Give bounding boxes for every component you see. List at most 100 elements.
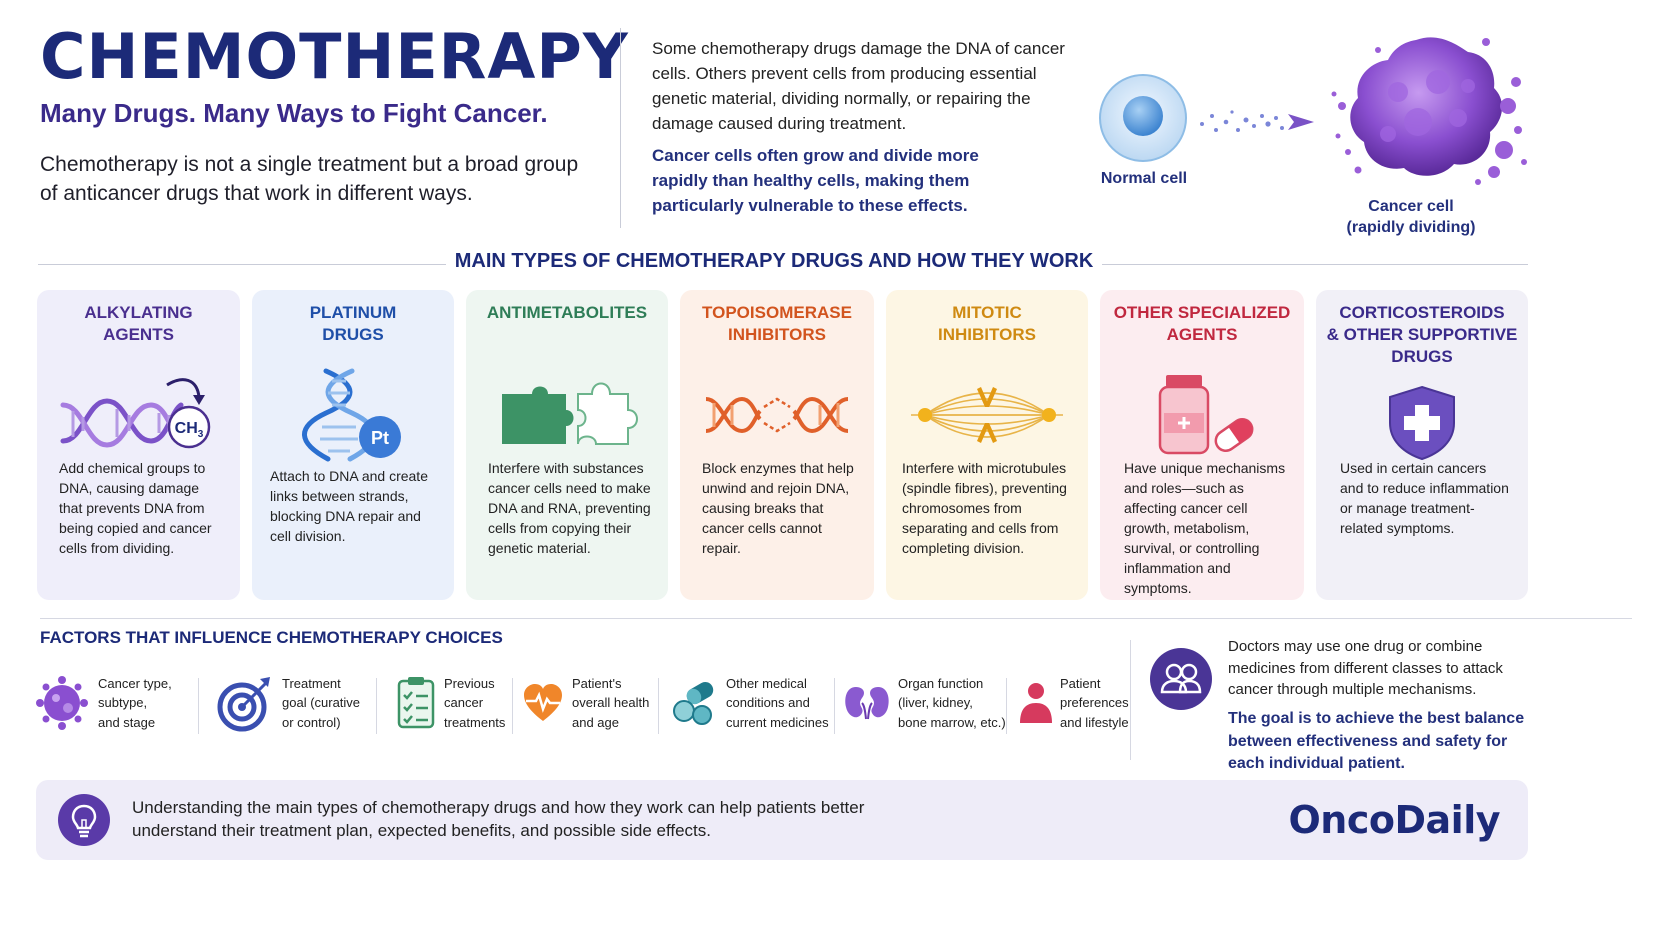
- card-text: Attach to DNA and create links between s…: [270, 468, 428, 544]
- methyl-group-subscript: 3: [197, 429, 203, 440]
- factor-line: Other medical: [726, 675, 807, 691]
- factor-line: subtype,: [98, 695, 148, 711]
- methyl-group-label: CH: [174, 420, 197, 437]
- card-title: ANTIMETABOLITES: [466, 302, 668, 324]
- card-title-line: MITOTIC: [952, 303, 1022, 322]
- normal-cell-icon: [1099, 74, 1187, 162]
- factor-patient-preferences: Patient preferences and lifestyle: [1018, 666, 1129, 740]
- factor-line: goal (curative: [282, 695, 361, 711]
- svg-text:CH3: CH3: [174, 420, 203, 440]
- card-title-line: ALKYLATING: [84, 303, 193, 322]
- factor-text: Previous cancer treatments: [444, 674, 505, 733]
- factor-line: Organ function: [898, 675, 984, 691]
- shield-cross-icon: [1316, 378, 1528, 468]
- cancer-cell-label-line2: (rapidly dividing): [1346, 219, 1476, 236]
- factor-line: Previous: [444, 675, 495, 691]
- card-mitotic-inhibitors: MITOTIC INHIBITORS Interfere with microt…: [886, 290, 1088, 600]
- card-title: PLATINUM DRUGS: [252, 302, 454, 346]
- card-alkylating-agents: ALKYLATING AGENTS CH3 Add chemical group…: [37, 290, 240, 600]
- factor-text: Treatment goal (curative or control): [282, 674, 360, 733]
- factor-separator: [376, 678, 377, 734]
- factor-line: overall health: [572, 695, 650, 711]
- factor-treatment-goal: Treatment goal (curative or control): [216, 666, 360, 740]
- page-subtitle: Many Drugs. Many Ways to Fight Cancer.: [40, 98, 548, 128]
- puzzle-icon: [466, 370, 668, 460]
- dna-platinum-icon: Pt: [252, 368, 454, 462]
- factor-separator: [658, 678, 659, 734]
- card-title-line: DRUGS: [322, 325, 384, 344]
- cancer-cell-label-line1: Cancer cell: [1368, 198, 1454, 215]
- card-title-line: DRUGS: [1391, 347, 1453, 366]
- factor-line: and stage: [98, 714, 156, 730]
- cancer-cell-icon: [1331, 37, 1527, 185]
- factor-line: (liver, kidney,: [898, 695, 973, 711]
- card-title: MITOTIC INHIBITORS: [886, 302, 1088, 346]
- card-text: Block enzymes that help unwind and rejoi…: [702, 460, 854, 556]
- factor-line: Cancer type,: [98, 675, 172, 691]
- factor-separator: [198, 678, 199, 734]
- intro-text: Chemotherapy is not a single treatment b…: [40, 153, 579, 205]
- card-text: Interfere with substances cancer cells n…: [488, 460, 651, 556]
- factor-line: current medicines: [726, 714, 829, 730]
- card-platinum-drugs: PLATINUM DRUGS Pt Attach to DNA and crea…: [252, 290, 454, 600]
- card-title-line: INHIBITORS: [728, 325, 826, 344]
- factors-title: FACTORS THAT INFLUENCE CHEMOTHERAPY CHOI…: [40, 628, 503, 647]
- factor-line: Patient: [1060, 675, 1101, 691]
- card-corticosteroids: CORTICOSTEROIDS & OTHER SUPPORTIVE DRUGS…: [1316, 290, 1528, 600]
- section-rule-left: [38, 264, 446, 265]
- card-antimetabolites: ANTIMETABOLITES Interfere with substance…: [466, 290, 668, 600]
- factor-line: treatments: [444, 714, 506, 730]
- person-icon: [1020, 683, 1052, 723]
- factor-separator: [512, 678, 513, 734]
- card-title-line: INHIBITORS: [938, 325, 1036, 344]
- factor-line: and age: [572, 714, 619, 730]
- factor-text: Other medical conditions and current medic…: [726, 674, 829, 733]
- cancer-cell-label: Cancer cell (rapidly dividing): [1330, 196, 1492, 238]
- target-icon: [217, 677, 270, 732]
- factors-divider: [40, 618, 1632, 619]
- factor-line: Patient's: [572, 675, 622, 691]
- card-title-line: TOPOISOMERASE: [702, 303, 852, 322]
- section-title: MAIN TYPES OF CHEMOTHERAPY DRUGS AND HOW…: [454, 250, 1094, 272]
- dna-methyl-icon: CH3: [37, 370, 240, 460]
- card-title-line: AGENTS: [103, 325, 174, 344]
- factor-line: cancer: [444, 695, 484, 711]
- card-topoisomerase-inhibitors: TOPOISOMERASE INHIBITORS Block enzymes t…: [680, 290, 874, 600]
- factor-separator: [1006, 678, 1007, 734]
- factor-text: Organ function (liver, kidney, bone marrow…: [898, 674, 1006, 733]
- lightbulb-icon: [58, 794, 110, 846]
- heart-icon: [524, 684, 562, 721]
- card-title-line: ANTIMETABOLITES: [486, 303, 648, 322]
- header-divider: [620, 28, 621, 228]
- description-text: Some chemotherapy drugs damage the DNA o…: [652, 39, 1065, 133]
- kidney-icon: [845, 687, 889, 720]
- card-title: OTHER SPECIALIZED AGENTS: [1100, 302, 1304, 346]
- combination-divider: [1130, 640, 1131, 760]
- factor-line: conditions and: [726, 695, 810, 711]
- footer-text: Understanding the main types of chemothe…: [132, 798, 865, 840]
- normal-cell-label: Normal cell: [1100, 170, 1188, 187]
- factor-medical-conditions: Other medical conditions and current medic…: [672, 666, 829, 740]
- clipboard-icon: [397, 677, 435, 729]
- pill-bottle-icon: [1100, 370, 1304, 460]
- factor-line: preferences: [1060, 695, 1129, 711]
- card-title: TOPOISOMERASE INHIBITORS: [680, 302, 874, 346]
- card-title-line: AGENTS: [1166, 325, 1238, 344]
- card-text: Have unique mechanisms and roles—such as…: [1124, 460, 1286, 596]
- card-title-line: & OTHER SUPPORTIVE: [1326, 325, 1518, 344]
- factor-previous-treatments: Previous cancer treatments: [396, 666, 505, 740]
- factor-line: and lifestyle: [1060, 714, 1129, 730]
- factor-overall-health: Patient's overall health and age: [522, 666, 649, 740]
- card-title-line: OTHER SPECIALIZED: [1113, 303, 1291, 322]
- factor-cancer-type: Cancer type, subtype, and stage: [36, 666, 172, 740]
- broken-dna-icon: [680, 370, 874, 460]
- factor-text: Cancer type, subtype, and stage: [98, 674, 172, 733]
- card-title: CORTICOSTEROIDS & OTHER SUPPORTIVE DRUGS: [1316, 302, 1528, 368]
- factor-line: Treatment: [282, 675, 341, 691]
- brand-logo: OncoDaily: [1288, 798, 1501, 842]
- goal-text: The goal is to achieve the best balance …: [1228, 710, 1525, 772]
- footer-banner: Understanding the main types of chemothe…: [36, 780, 1528, 860]
- factor-line: or control): [282, 714, 341, 730]
- factor-line: bone marrow, etc.): [898, 714, 1006, 730]
- factor-organ-function: Organ function (liver, kidney, bone marrow…: [844, 666, 1006, 740]
